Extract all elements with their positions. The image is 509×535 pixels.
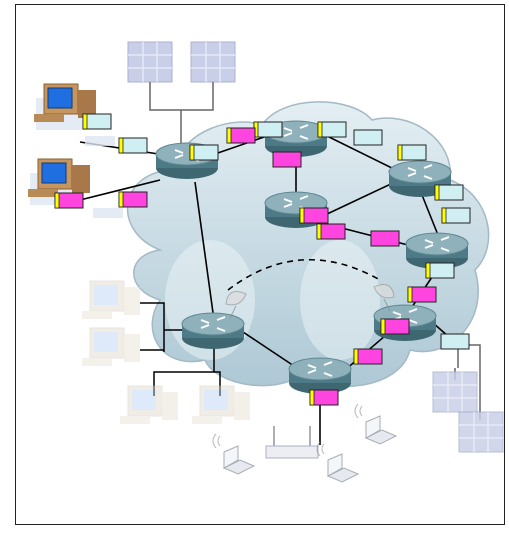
server-top-2 xyxy=(190,41,236,83)
pc-faded-3-icon[interactable] xyxy=(119,385,179,425)
pc-faded-4-icon[interactable] xyxy=(191,385,251,425)
laptop-2-icon[interactable] xyxy=(212,433,255,475)
magenta-tags xyxy=(54,127,437,406)
server-right-2 xyxy=(458,411,504,453)
cyan-tags xyxy=(82,113,471,350)
laptop-1-icon[interactable] xyxy=(354,403,397,445)
router-left-low[interactable] xyxy=(181,312,245,350)
satellite-link xyxy=(227,258,381,291)
router-bottom[interactable] xyxy=(288,357,352,395)
server-top-1 xyxy=(127,41,173,83)
magenta-tag-markers xyxy=(54,127,413,406)
server-right-1 xyxy=(432,371,478,413)
laptop-3-icon[interactable] xyxy=(316,441,359,483)
server-lan-link xyxy=(149,82,214,148)
cyan-tag-markers xyxy=(82,113,447,279)
left-lan xyxy=(140,302,185,352)
pc-faded-2-icon[interactable] xyxy=(81,327,141,367)
access-point-icon[interactable] xyxy=(265,426,319,459)
pc-faded-1-icon[interactable] xyxy=(81,280,141,320)
